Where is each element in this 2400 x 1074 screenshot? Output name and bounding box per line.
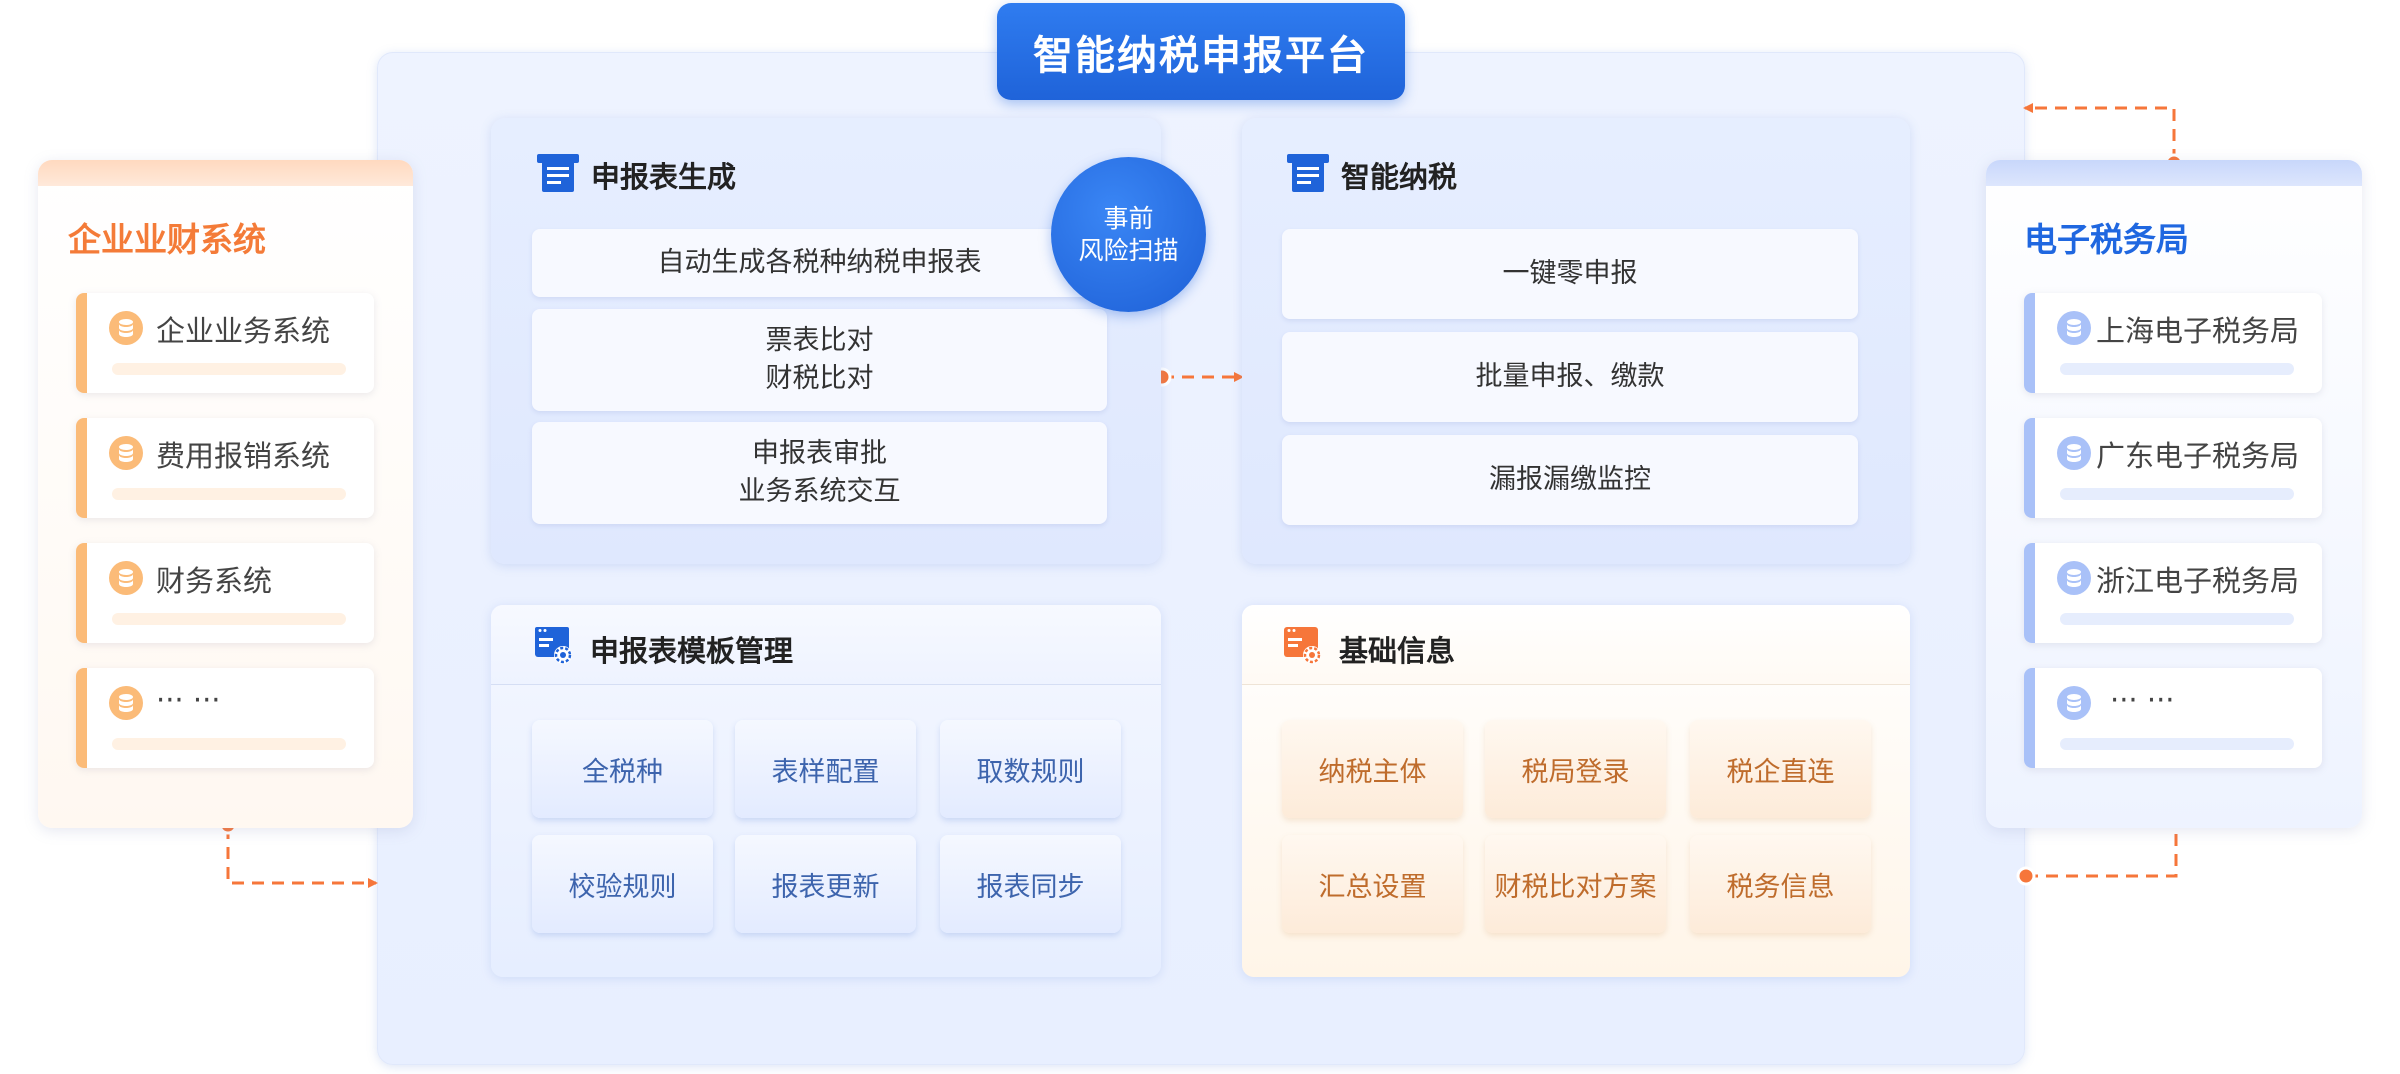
placeholder-line xyxy=(112,488,346,500)
system-card[interactable]: 财务系统 xyxy=(76,543,374,643)
generate-row[interactable]: 票表比对 财税比对 xyxy=(532,309,1107,411)
placeholder-line xyxy=(112,613,346,625)
system-label: 企业业务系统 xyxy=(156,314,331,348)
enterprise-systems-panel: 企业业财系统 企业业务系统 费用报销系统 财务系统 ··· ··· xyxy=(38,160,413,828)
card-accent-bar xyxy=(2024,418,2035,518)
template-tile[interactable]: 报表同步 xyxy=(940,835,1121,933)
basic-info-tile[interactable]: 税务信息 xyxy=(1690,835,1871,933)
template-tile[interactable]: 表样配置 xyxy=(735,720,916,818)
card-accent-bar xyxy=(76,543,87,643)
form-icon xyxy=(1285,150,1331,196)
basic-info-module-title: 基础信息 xyxy=(1339,634,1456,668)
bureau-card[interactable]: 浙江电子税务局 xyxy=(2024,543,2322,643)
bureau-label: 广东电子税务局 xyxy=(2096,439,2300,473)
panel-title: 电子税务局 xyxy=(2024,220,2189,259)
system-card[interactable]: ··· ··· xyxy=(76,668,374,768)
placeholder-line xyxy=(2060,488,2294,500)
template-tile[interactable]: 校验规则 xyxy=(532,835,713,933)
bureau-label: ··· ··· xyxy=(2110,683,2175,717)
basic-info-tile[interactable]: 税企直连 xyxy=(1690,720,1871,818)
row-text-line2: 业务系统交互 xyxy=(738,476,901,507)
placeholder-line xyxy=(2060,738,2294,750)
arrow-generate-to-smart xyxy=(1152,367,1244,387)
bureau-label: 上海电子税务局 xyxy=(2096,314,2300,348)
row-text-line2: 财税比对 xyxy=(765,363,874,394)
system-label: 财务系统 xyxy=(156,564,273,598)
smart-row[interactable]: 漏报漏缴监控 xyxy=(1282,435,1858,525)
database-icon xyxy=(109,311,143,345)
card-accent-bar xyxy=(2024,293,2035,393)
database-icon xyxy=(109,686,143,720)
bureau-card[interactable]: ··· ··· xyxy=(2024,668,2322,768)
generate-module-title: 申报表生成 xyxy=(591,160,737,194)
row-text: 一键零申报 xyxy=(1502,258,1638,289)
system-label: ··· ··· xyxy=(156,683,221,717)
card-accent-bar xyxy=(76,418,87,518)
row-text-line1: 票表比对 xyxy=(765,325,874,356)
smart-row[interactable]: 一键零申报 xyxy=(1282,229,1858,319)
basic-info-tile[interactable]: 税局登录 xyxy=(1485,720,1666,818)
template-tile[interactable]: 报表更新 xyxy=(735,835,916,933)
arrow-platform-to-right xyxy=(2016,818,2181,886)
form-icon xyxy=(535,150,581,196)
panel-title: 企业业财系统 xyxy=(68,220,266,259)
row-text: 批量申报、缴款 xyxy=(1475,361,1665,392)
risk-scan-badge[interactable]: 事前 风险扫描 xyxy=(1051,157,1206,312)
card-accent-bar xyxy=(2024,668,2035,768)
card-accent-bar xyxy=(76,293,87,393)
system-label: 费用报销系统 xyxy=(156,439,331,473)
badge-line1: 事前 xyxy=(1103,203,1154,233)
badge-line2: 风险扫描 xyxy=(1078,235,1179,265)
row-text-line1: 申报表审批 xyxy=(752,438,887,469)
basic-info-tile[interactable]: 财税比对方案 xyxy=(1485,835,1666,933)
database-icon xyxy=(2057,686,2091,720)
placeholder-line xyxy=(112,363,346,375)
basic-settings-icon xyxy=(1282,624,1324,666)
generate-row[interactable]: 自动生成各税种纳税申报表 xyxy=(532,229,1107,297)
module-header xyxy=(491,605,1161,685)
basic-info-tile[interactable]: 汇总设置 xyxy=(1282,835,1463,933)
row-text: 漏报漏缴监控 xyxy=(1489,464,1651,495)
database-icon xyxy=(109,561,143,595)
bureau-card[interactable]: 广东电子税务局 xyxy=(2024,418,2322,518)
template-module-title: 申报表模板管理 xyxy=(590,634,794,668)
database-icon xyxy=(2057,561,2091,595)
platform-title: 智能纳税申报平台 xyxy=(997,3,1405,100)
system-card[interactable]: 企业业务系统 xyxy=(76,293,374,393)
bureau-card[interactable]: 上海电子税务局 xyxy=(2024,293,2322,393)
generate-row[interactable]: 申报表审批 业务系统交互 xyxy=(532,422,1107,524)
smart-tax-module-title: 智能纳税 xyxy=(1341,160,1458,194)
tax-bureau-panel: 电子税务局 上海电子税务局 广东电子税务局 浙江电子税务局 ··· ··· xyxy=(1986,160,2362,828)
card-accent-bar xyxy=(2024,543,2035,643)
card-accent-bar xyxy=(76,668,87,768)
basic-info-tile[interactable]: 纳税主体 xyxy=(1282,720,1463,818)
row-text: 自动生成各税种纳税申报表 xyxy=(657,247,982,278)
panel-header-strip xyxy=(1986,160,2362,186)
database-icon xyxy=(2057,311,2091,345)
template-tile[interactable]: 全税种 xyxy=(532,720,713,818)
placeholder-line xyxy=(2060,613,2294,625)
panel-header-strip xyxy=(38,160,413,186)
smart-row[interactable]: 批量申报、缴款 xyxy=(1282,332,1858,422)
system-card[interactable]: 费用报销系统 xyxy=(76,418,374,518)
database-icon xyxy=(2057,436,2091,470)
placeholder-line xyxy=(112,738,346,750)
template-settings-icon xyxy=(533,624,575,666)
database-icon xyxy=(109,436,143,470)
template-tile[interactable]: 取数规则 xyxy=(940,720,1121,818)
placeholder-line xyxy=(2060,363,2294,375)
module-header xyxy=(1242,605,1910,685)
bureau-label: 浙江电子税务局 xyxy=(2096,564,2300,598)
